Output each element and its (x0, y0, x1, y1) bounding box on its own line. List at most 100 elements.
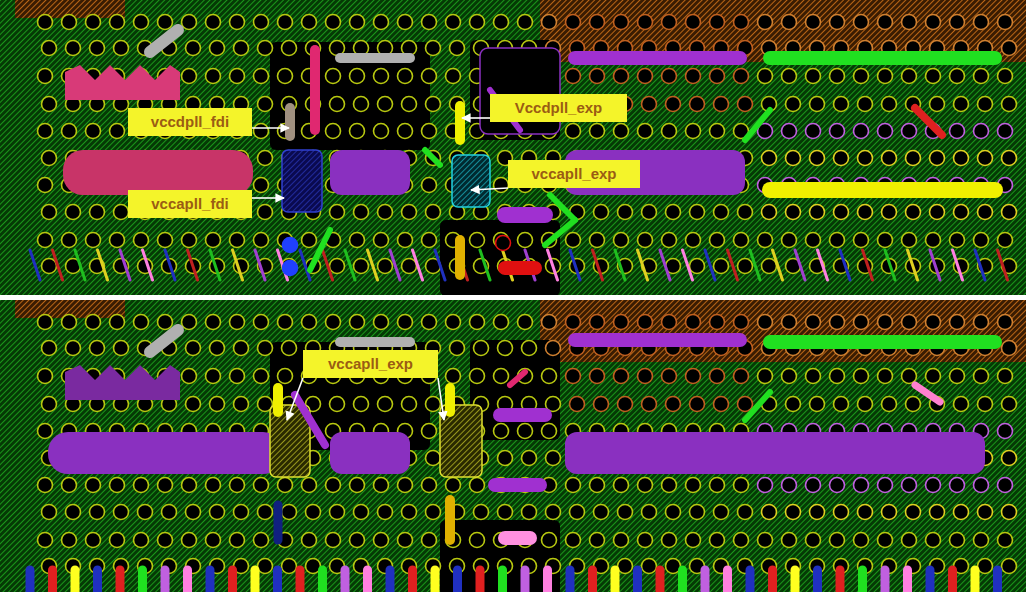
via (782, 478, 797, 493)
via (878, 369, 893, 384)
escape-trace (188, 250, 198, 280)
escape-trace (26, 570, 35, 592)
escape-trace (588, 570, 597, 592)
via (590, 124, 605, 139)
escape-trace (341, 570, 350, 592)
via (638, 478, 653, 493)
via (494, 424, 509, 439)
via (690, 205, 705, 220)
via (710, 478, 725, 493)
via (158, 315, 173, 330)
via (810, 205, 825, 220)
via (590, 15, 605, 30)
clearance-void (470, 40, 560, 140)
trace (150, 30, 178, 52)
via (350, 69, 365, 84)
via (642, 205, 657, 220)
via (518, 233, 533, 248)
via (566, 15, 581, 30)
via (686, 233, 701, 248)
via (1002, 151, 1017, 166)
escape-trace (323, 250, 333, 280)
via (614, 15, 629, 30)
via (542, 424, 557, 439)
via (330, 97, 345, 112)
via (374, 124, 389, 139)
via (810, 151, 825, 166)
via (882, 397, 897, 412)
via (518, 15, 533, 30)
escape-trace (750, 250, 760, 280)
escape-trace (953, 250, 963, 280)
via (234, 397, 249, 412)
via (978, 559, 993, 574)
via (210, 341, 225, 356)
via (950, 233, 965, 248)
via (302, 533, 317, 548)
copper-area (452, 155, 490, 207)
via (110, 233, 125, 248)
trace (340, 53, 410, 63)
copper-area (48, 432, 283, 474)
via (902, 478, 917, 493)
escape-trace (476, 570, 485, 592)
via (186, 41, 201, 56)
via (950, 15, 965, 30)
escape-trace (975, 250, 985, 280)
via (878, 233, 893, 248)
via (402, 397, 417, 412)
via (830, 315, 845, 330)
via (830, 124, 845, 139)
via (474, 505, 489, 520)
via (950, 533, 965, 548)
via (354, 397, 369, 412)
via (422, 478, 437, 493)
copper-area (565, 432, 985, 474)
callout-label: vccapll_exp (303, 350, 438, 378)
via (138, 505, 153, 520)
escape-trace (143, 250, 153, 280)
via (902, 69, 917, 84)
via (686, 478, 701, 493)
escape-trace (363, 570, 372, 592)
via (710, 369, 725, 384)
via (254, 533, 269, 548)
trace (505, 207, 545, 223)
via (686, 533, 701, 548)
via (734, 15, 749, 30)
via (978, 505, 993, 520)
signal-name: vccdpll_fdi (151, 114, 229, 131)
trace (425, 150, 440, 165)
via (110, 315, 125, 330)
via (782, 233, 797, 248)
trace (770, 51, 995, 65)
via (806, 315, 821, 330)
via (398, 15, 413, 30)
via (258, 505, 273, 520)
via (330, 397, 345, 412)
via (926, 233, 941, 248)
via (998, 233, 1013, 248)
via (878, 533, 893, 548)
via (878, 315, 893, 330)
via (906, 505, 921, 520)
via (666, 397, 681, 412)
via (998, 315, 1013, 330)
via (134, 478, 149, 493)
via (590, 478, 605, 493)
copper-area (440, 405, 482, 477)
escape-trace (930, 250, 940, 280)
via (974, 15, 989, 30)
via (542, 533, 557, 548)
via (954, 397, 969, 412)
via (998, 533, 1013, 548)
via (858, 97, 873, 112)
copper-pour (65, 365, 180, 400)
via (326, 478, 341, 493)
via (326, 124, 341, 139)
via (210, 397, 225, 412)
via (496, 236, 511, 251)
leader-line (471, 188, 508, 190)
via (786, 397, 801, 412)
